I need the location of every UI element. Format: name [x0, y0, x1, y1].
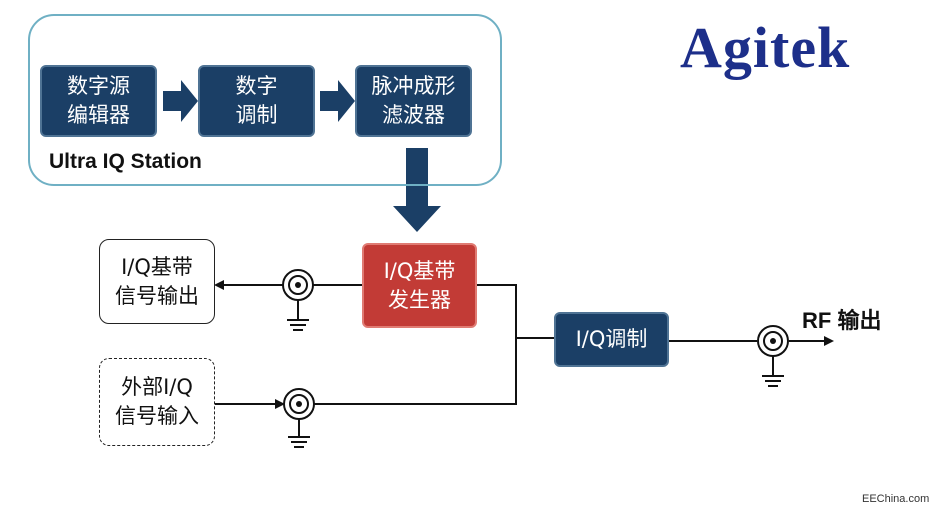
- block-pulse-shaping-filter: 脉冲成形 滤波器: [355, 65, 472, 137]
- station-label: Ultra IQ Station: [49, 150, 202, 173]
- arrow-down-icon: [393, 148, 441, 232]
- coax-connector-icon: [283, 388, 315, 448]
- watermark: EEChina.com: [862, 493, 930, 505]
- baseband-output-box: I/Q基带 信号输出: [99, 239, 215, 324]
- agitek-logo: Agitek: [680, 15, 851, 80]
- block-iq-baseband-generator: I/Q基带 发生器: [362, 243, 477, 328]
- ultra-iq-station-group: [28, 14, 502, 186]
- arrow-right-icon: [320, 80, 355, 122]
- rf-output-label: RF 输出: [802, 308, 882, 333]
- coax-connector-icon: [757, 325, 789, 387]
- arrow-right-icon: [275, 399, 285, 409]
- arrow-right-icon: [163, 80, 198, 122]
- block-iq-modulation: I/Q调制: [554, 312, 669, 367]
- arrow-left-icon: [214, 280, 224, 290]
- arrow-right-icon: [824, 336, 834, 346]
- block-digital-modulation: 数字 调制: [198, 65, 315, 137]
- block-source-editor: 数字源 编辑器: [40, 65, 157, 137]
- coax-connector-icon: [282, 269, 314, 331]
- external-input-box: 外部I/Q 信号输入: [99, 358, 215, 446]
